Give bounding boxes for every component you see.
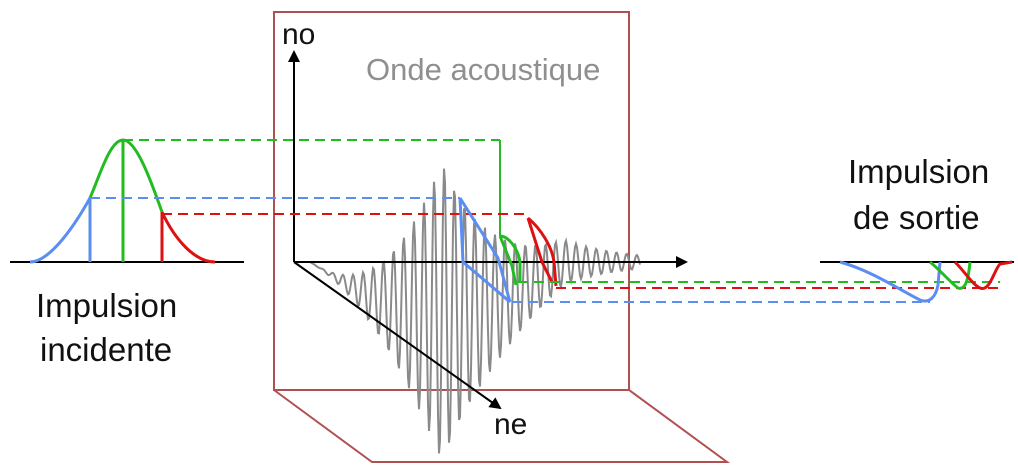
slice-green xyxy=(498,234,522,286)
input-pulse xyxy=(10,138,244,264)
crystal-pulse-slices xyxy=(458,197,558,304)
output-pulse-label-line2: de sortie xyxy=(853,199,980,236)
input-pulse-green xyxy=(88,138,164,262)
output-pulse xyxy=(820,260,1014,303)
output-pulse-label-line1: Impulsion xyxy=(848,153,990,190)
output-projections xyxy=(512,281,1000,303)
crystal-frame xyxy=(273,11,731,463)
acoustic-wave xyxy=(309,168,641,454)
output-pulse-blue xyxy=(839,260,942,303)
slice-red xyxy=(526,216,558,287)
acoustic-wave-trace xyxy=(309,168,641,454)
input-pulse-red xyxy=(160,211,216,264)
ne-axis xyxy=(293,261,502,410)
input-pulse-label-line2: incidente xyxy=(40,331,173,368)
diagram-title: Onde acoustique xyxy=(366,52,601,87)
output-pulse-green xyxy=(929,260,972,290)
no-axis-label: no xyxy=(282,18,316,51)
output-pulse-red xyxy=(953,260,1013,290)
ne-axis-label: ne xyxy=(494,408,528,441)
slice-blue xyxy=(458,197,512,304)
input-projections xyxy=(90,139,528,236)
input-pulse-label-line1: Impulsion xyxy=(36,287,178,324)
input-pulse-blue xyxy=(29,192,92,264)
axes xyxy=(288,50,688,410)
